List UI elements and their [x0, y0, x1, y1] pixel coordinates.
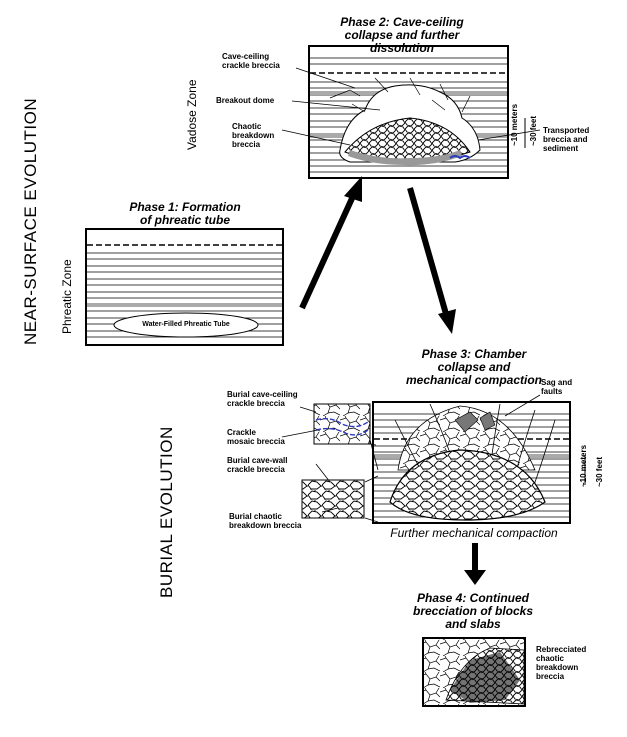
chaotic-line2: breakdown — [232, 131, 275, 140]
transported-line1: Transported — [543, 126, 590, 135]
chaotic-breakdown-breccia-label: Chaotic breakdown breccia — [232, 122, 274, 149]
phase2-title: Phase 2: Cave-ceiling collapse and furth… — [322, 16, 482, 55]
sag-and-faults-label: Sag and faults — [541, 378, 572, 396]
phase2-leader-lines — [281, 67, 541, 146]
burial-crackle-line1: Burial cave-ceiling — [227, 390, 298, 399]
rebrecciated-line1: Rebrecciated — [536, 645, 587, 654]
phase2-title-line2: collapse and further — [344, 28, 460, 42]
phase4-title: Phase 4: Continued brecciation of blocks… — [398, 592, 548, 631]
burial-chaotic-line2: breakdown breccia — [229, 521, 302, 530]
phase1-block — [85, 228, 284, 346]
burial-chaotic-breakdown-breccia-label: Burial chaotic breakdown breccia — [229, 512, 301, 530]
mosaic-line1: Crackle — [227, 428, 256, 437]
cave-ceiling-crackle-line1: Cave-ceiling — [222, 52, 270, 61]
phase3-block — [372, 401, 571, 524]
rebrecciated-breccia-label: Rebrecciated chaotic breakdown breccia — [536, 645, 586, 681]
phase1-title-line2: of phreatic tube — [139, 213, 230, 227]
phase3-title-line1: Phase 3: Chamber — [421, 347, 527, 361]
phase3-title: Phase 3: Chamber collapse and mechanical… — [394, 348, 554, 387]
vadose-zone-label: Vadose Zone — [185, 79, 199, 151]
near-surface-evolution-title: NEAR-SURFACE EVOLUTION — [21, 97, 40, 345]
phase3-inset-lower — [301, 479, 365, 519]
transported-line3: sediment — [543, 144, 579, 153]
chaotic-line3: breccia — [232, 140, 261, 149]
phase3-title-line3: mechanical compaction — [405, 373, 543, 387]
sag-line2: faults — [541, 387, 563, 396]
arrow-phase1-to-phase2 — [299, 176, 362, 310]
cave-ceiling-crackle-line2: crackle breccia — [222, 61, 280, 70]
phase4-title-line2: brecciation of blocks — [412, 604, 534, 618]
burial-cave-wall-crackle-breccia-label: Burial cave-wall crackle breccia — [227, 456, 287, 474]
cave-ceiling-crackle-breccia-label: Cave-ceiling crackle breccia — [222, 52, 280, 70]
burial-crackle-line2: crackle breccia — [227, 399, 285, 408]
phase4-title-line3: and slabs — [445, 617, 501, 631]
rebrecciated-line3: breakdown — [536, 663, 579, 672]
phase2-block — [308, 45, 509, 179]
phase4-block — [422, 637, 526, 707]
sag-line1: Sag and — [541, 378, 573, 387]
phreatic-tube-label: Water-Filled Phreatic Tube — [142, 321, 230, 328]
transported-line2: breccia and — [543, 135, 588, 144]
wall-line2: crackle breccia — [227, 465, 285, 474]
further-compaction-label: Further mechanical compaction — [390, 526, 558, 540]
phreatic-zone-label: Phreatic Zone — [60, 259, 74, 334]
burial-evolution-title: BURIAL EVOLUTION — [157, 426, 176, 598]
phase2-title-line1: Phase 2: Cave-ceiling — [340, 15, 464, 29]
burial-cave-ceiling-crackle-breccia-label: Burial cave-ceiling crackle breccia — [227, 390, 298, 408]
phase4-title-line1: Phase 4: Continued — [416, 591, 529, 605]
phase3-inset-upper — [313, 403, 371, 445]
wall-line1: Burial cave-wall — [227, 456, 288, 465]
rebrecciated-line2: chaotic — [536, 654, 565, 663]
chaotic-line1: Chaotic — [232, 122, 262, 131]
phase1-title: Phase 1: Formation of phreatic tube — [100, 201, 270, 227]
arrow-phase2-to-phase3 — [407, 187, 456, 334]
phase3-leader-lines — [281, 394, 541, 523]
phase2-scale-feet: ~30 feet — [529, 115, 538, 146]
breakout-dome-label: Breakout dome — [216, 96, 275, 105]
phase3-title-line2: collapse and — [437, 360, 511, 374]
rebrecciated-line4: breccia — [536, 672, 565, 681]
arrow-phase3-to-phase4 — [464, 543, 486, 585]
phase3-scale-feet: ~30 feet — [595, 456, 604, 487]
phase3-scale-meters: ~10 meters — [579, 444, 588, 487]
phase1-title-line1: Phase 1: Formation — [129, 200, 241, 214]
transported-breccia-label: Transported breccia and sediment — [543, 126, 589, 153]
crackle-mosaic-breccia-label: Crackle mosaic breccia — [227, 428, 285, 446]
phase2-scale-meters: ~10 meters — [510, 103, 519, 146]
phase2-title-line3: dissolution — [370, 41, 434, 55]
mosaic-line2: mosaic breccia — [227, 437, 285, 446]
burial-chaotic-line1: Burial chaotic — [229, 512, 282, 521]
